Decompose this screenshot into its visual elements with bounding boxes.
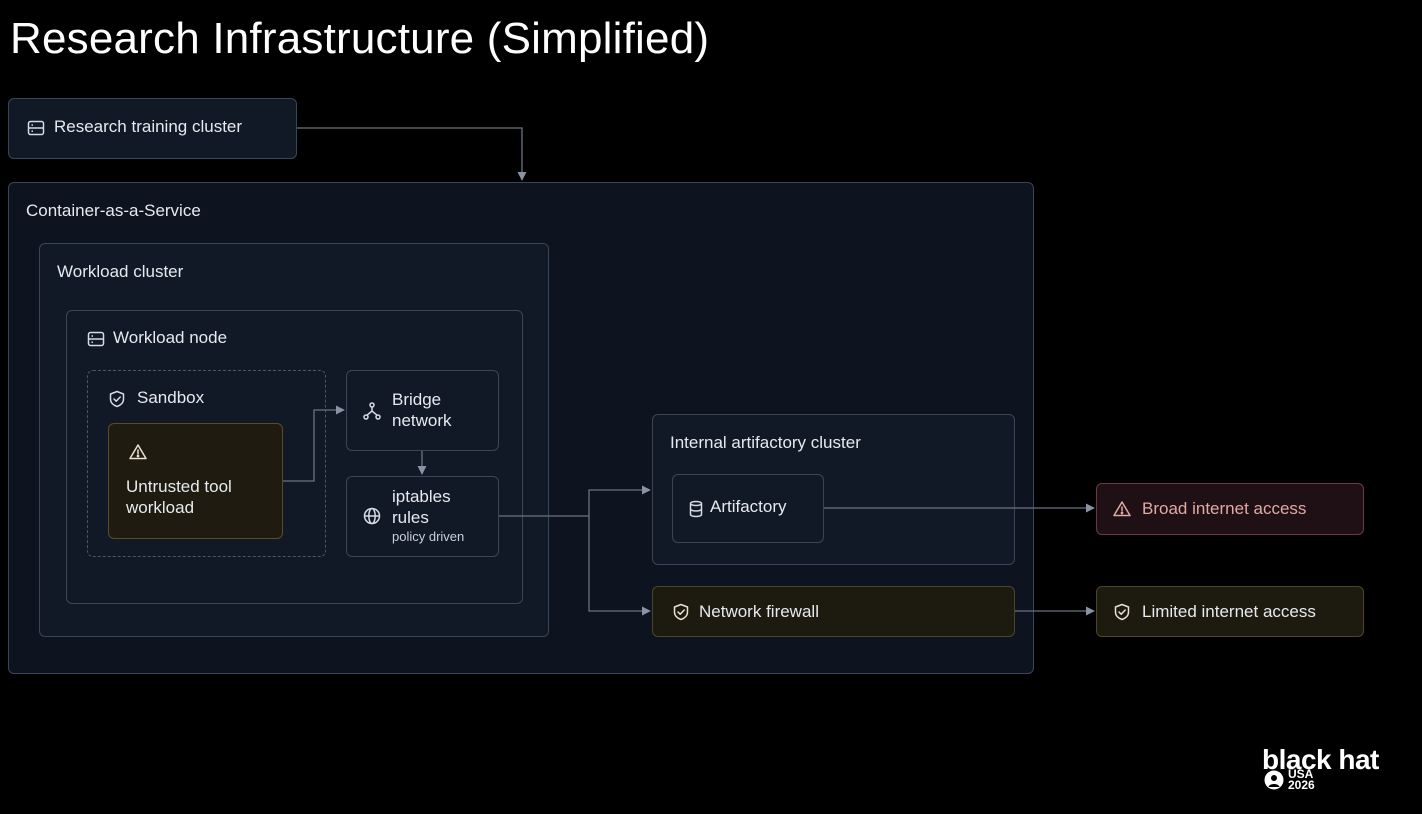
shield-check-icon	[1112, 602, 1132, 622]
limited-internet-access-box	[1096, 586, 1364, 637]
shield-check-icon	[671, 602, 691, 622]
research-training-cluster-label: Research training cluster	[54, 117, 243, 136]
warning-icon	[1112, 499, 1132, 519]
network-icon	[362, 401, 382, 421]
broad-internet-access-box	[1096, 483, 1364, 535]
iptables-rules-label-line1: iptables	[392, 487, 451, 506]
black-hat-logo-usa: USA	[1288, 767, 1314, 781]
bridge-network-label-line1: Bridge	[392, 390, 442, 409]
database-icon	[686, 499, 706, 519]
untrusted-tool-workload-label-line2: workload	[126, 498, 195, 517]
globe-icon	[362, 506, 382, 526]
edge-research-to-caas	[297, 127, 527, 181]
iptables-rules-sublabel: policy driven	[392, 529, 465, 544]
server-icon	[86, 329, 106, 349]
untrusted-tool-workload-label-line1: Untrusted tool	[126, 477, 232, 496]
server-icon	[26, 118, 46, 138]
iptables-rules-label-line2: rules	[392, 508, 429, 527]
sandbox-label: Sandbox	[137, 388, 205, 407]
untrusted-tool-workload-box	[108, 423, 283, 539]
network-firewall-box	[652, 586, 1015, 637]
container-as-a-service-label: Container-as-a-Service	[26, 201, 201, 220]
broad-internet-access-label: Broad internet access	[1142, 499, 1307, 518]
artifactory-box	[672, 474, 824, 543]
workload-node-label: Workload node	[113, 328, 228, 347]
limited-internet-access-label: Limited internet access	[1142, 602, 1316, 621]
network-firewall-label: Network firewall	[699, 602, 819, 621]
black-hat-logo-year: 2026	[1288, 778, 1315, 792]
shield-check-icon	[107, 389, 127, 409]
black-hat-logo-icon	[1264, 770, 1284, 790]
bridge-network-label-line2: network	[392, 411, 452, 430]
black-hat-logo: black hat	[1262, 744, 1379, 775]
research-training-cluster-box	[8, 98, 297, 159]
warning-icon	[128, 442, 148, 462]
page-title: Research Infrastructure (Simplified)	[10, 14, 710, 63]
artifactory-label: Artifactory	[710, 497, 787, 516]
internal-artifactory-cluster-label: Internal artifactory cluster	[670, 433, 861, 452]
workload-cluster-label: Workload cluster	[57, 262, 184, 281]
